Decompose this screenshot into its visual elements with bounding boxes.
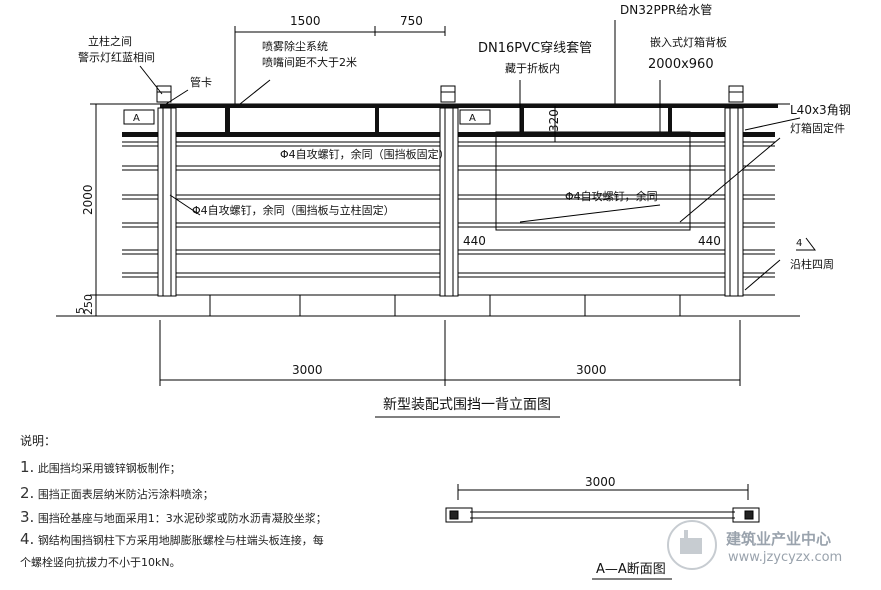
watermark-url: www.jzycyzx.com (728, 550, 843, 565)
dim-440-right: 440 (698, 234, 721, 248)
section-mark-mid: A (459, 109, 491, 125)
label-lightbox-2: 2000x960 (648, 57, 714, 72)
section-dim-3000: 3000 (585, 475, 616, 489)
spray-pipe (160, 104, 778, 108)
lightbox-panel (495, 131, 691, 231)
label-pipe-clamp: 管卡 (190, 75, 212, 89)
svg-text:A: A (469, 113, 476, 124)
section-aa-drawing (445, 484, 760, 523)
spray-nozzle-3 (520, 104, 524, 134)
label-lightbox-1: 嵌入式灯箱背板 (650, 35, 727, 49)
label-column-light-2: 警示灯红蓝相间 (78, 50, 155, 64)
dim-320: 320 (547, 109, 561, 132)
note-item-1: 1. 此围挡均采用镀锌钢板制作； (20, 458, 181, 476)
label-angle-2: 灯箱固定件 (790, 121, 845, 135)
base-blocks (209, 295, 681, 316)
spray-nozzle-2 (375, 104, 379, 134)
watermark-logo (667, 520, 717, 570)
dim-3000-left: 3000 (292, 363, 323, 377)
note-item-5: 个螺栓竖向抗拔力不小于10kN。 (20, 556, 181, 569)
dim-1500: 1500 (290, 14, 321, 28)
label-spray-1: 喷雾除尘系统 (262, 39, 328, 53)
section-title: A—A断面图 (596, 562, 666, 577)
dim-2000: 2000 (81, 184, 95, 215)
dim-5: 5 (74, 307, 87, 314)
watermark-cn: 建筑业产业中心 (726, 530, 832, 548)
notes-heading: 说明： (20, 434, 57, 448)
spray-nozzle-4 (668, 104, 672, 134)
label-spray-2: 喷嘴间距不大于2米 (262, 55, 357, 69)
dim-750: 750 (400, 14, 423, 28)
label-column-light-1: 立柱之间 (88, 34, 132, 48)
spray-nozzle-1 (225, 104, 230, 134)
leader-lines (139, 20, 801, 291)
label-weld: 沿柱四周 (790, 257, 834, 271)
label-ppr: DN32PPR给水管 (620, 2, 712, 17)
dim-250: 250 (82, 294, 95, 315)
note-item-2: 2. 围挡正面表层纳米防沾污涂料喷涂； (20, 484, 214, 502)
column-middle (439, 85, 459, 297)
label-pvc-1: DN16PVC穿线套管 (478, 40, 592, 56)
section-mark-left: A (123, 109, 155, 125)
weld-size: 4 (796, 238, 802, 249)
column-left (156, 85, 177, 297)
note-item-3: 3. 围挡砼基座与地面采用1：3水泥砂浆或防水沥青凝胶坐浆； (20, 508, 327, 526)
note-item-4: 4. 钢结构围挡钢柱下方采用地脚膨胀螺栓与柱端头板连接，每 (20, 530, 324, 548)
label-screw-2: Φ4自攻螺钉，余同（围挡板与立柱固定） (192, 203, 395, 217)
weld-symbol (796, 237, 816, 251)
dim-3000-right: 3000 (576, 363, 607, 377)
elevation-title: 新型装配式围挡一背立面图 (383, 397, 551, 413)
column-right (724, 85, 744, 297)
svg-text:A: A (133, 113, 140, 124)
label-screw-1: Φ4自攻螺钉，余同（围挡板固定） (280, 147, 450, 161)
dim-440-left: 440 (463, 234, 486, 248)
label-screw-3: Φ4自攻螺钉，余同 (565, 189, 658, 203)
label-pvc-2: 藏于折板内 (505, 61, 560, 75)
label-angle-1: L40x3角钢 (790, 103, 851, 117)
